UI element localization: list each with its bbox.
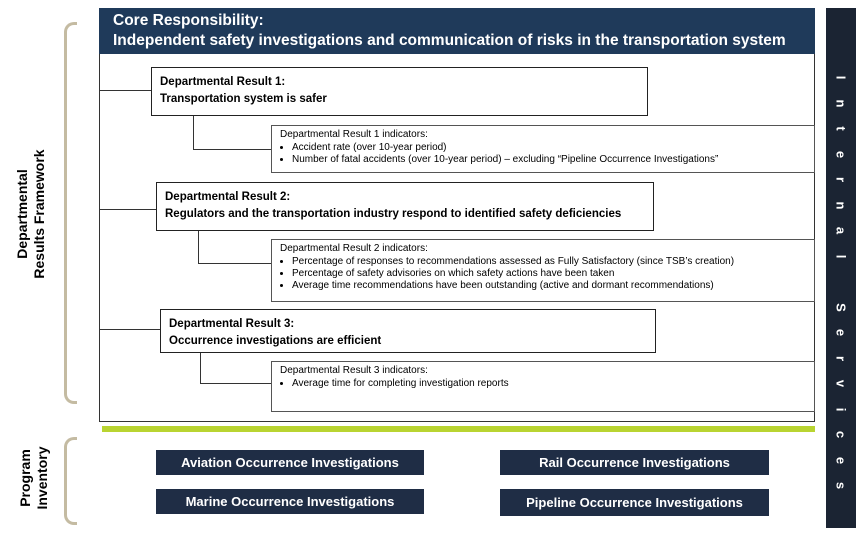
result-1-box: Departmental Result 1: Transportation sy… [151,67,648,116]
result-2-title: Departmental Result 2: [165,191,291,203]
result-3-indicators-title: Departmental Result 3 indicators: [280,365,428,376]
result-1-subtitle: Transportation system is safer [160,93,327,105]
inventory-label-line1: Program [17,449,33,507]
program-rail: Rail Occurrence Investigations [500,450,769,475]
connector-line [99,90,151,91]
indicator-item: Number of fatal accidents (over 10-year … [292,154,806,166]
result-1-indicators: Departmental Result 1 indicators: Accide… [271,125,815,173]
connector-line [200,353,201,383]
connector-line [198,263,271,264]
connector-line [200,383,271,384]
internal-services-letter: l [833,254,849,258]
section-divider [102,426,815,432]
result-2-subtitle: Regulators and the transportation indust… [165,208,622,220]
indicator-item: Accident rate (over 10-year period) [292,142,806,154]
core-responsibility-header: Core Responsibility: Independent safety … [99,8,815,54]
core-title: Core Responsibility: [113,12,264,29]
framework-label: Departmental Results Framework [14,134,50,294]
program-pipeline: Pipeline Occurrence Investigations [500,489,769,516]
connector-line [198,231,199,263]
internal-services-letter: s [833,481,849,490]
result-2-indicators: Departmental Result 2 indicators: Percen… [271,239,815,302]
program-aviation: Aviation Occurrence Investigations [156,450,424,475]
result-2-box: Departmental Result 2: Regulators and th… [156,182,654,231]
core-subtitle: Independent safety investigations and co… [113,32,786,49]
result-1-indicators-title: Departmental Result 1 indicators: [280,129,428,140]
connector-line [193,116,194,149]
framework-bracket [64,22,77,404]
result-3-indicators: Departmental Result 3 indicators: Averag… [271,361,815,412]
framework-label-line2: Results Framework [31,149,47,279]
result-1-title: Departmental Result 1: [160,76,286,88]
program-marine: Marine Occurrence Investigations [156,489,424,514]
result-3-subtitle: Occurrence investigations are efficient [169,335,382,347]
framework-outline [99,54,815,422]
inventory-label-line2: Inventory [34,446,50,510]
indicator-item: Percentage of safety advisories on which… [292,268,806,280]
inventory-bracket [64,437,77,525]
indicator-item: Percentage of responses to recommendatio… [292,256,806,268]
result-3-box: Departmental Result 3: Occurrence invest… [160,309,656,353]
indicator-item: Average time for completing investigatio… [292,378,806,390]
connector-line [99,329,160,330]
indicator-item: Average time recommendations have been o… [292,280,806,292]
inventory-label: Program Inventory [17,433,53,523]
framework-label-line1: Departmental [14,169,30,259]
connector-line [193,149,271,150]
result-3-title: Departmental Result 3: [169,318,295,330]
connector-line [99,209,156,210]
result-2-indicators-title: Departmental Result 2 indicators: [280,243,428,254]
